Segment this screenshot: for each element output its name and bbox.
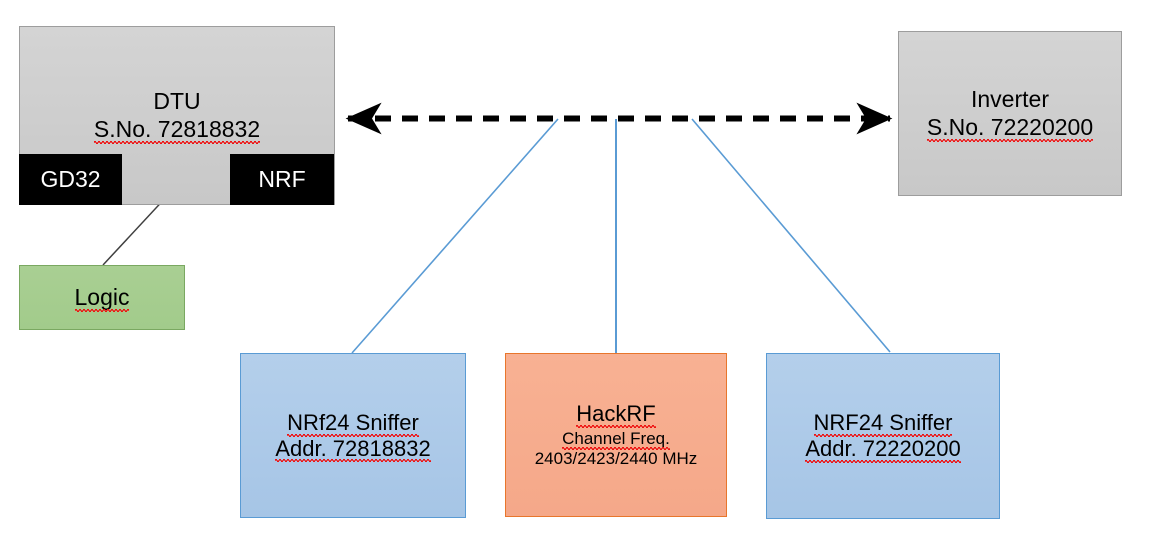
sniffer-left-label: NRf24 Sniffer: [287, 409, 419, 437]
sniffer-right-node[interactable]: NRF24 Sniffer Addr. 72220200: [766, 353, 1000, 519]
sniffer-left-address: Addr. 72818832: [275, 435, 432, 463]
inverter-node[interactable]: Inverter S.No. 72220200: [898, 31, 1122, 196]
logic-label: Logic: [74, 283, 130, 313]
sniffer-right-label: NRF24 Sniffer: [813, 410, 953, 437]
sniffer-left-label-wrap: NRf24 Sniffer: [287, 409, 419, 437]
nrf-label: NRF: [258, 165, 306, 192]
sniffer-left-address-wrap: Addr. 72818832: [275, 435, 432, 463]
gd32-label: GD32: [40, 165, 101, 192]
sniffer-right-capture-line: [691, 118, 891, 353]
hackrf-sub-label: Channel Freq.: [562, 428, 670, 451]
inverter-serial-text: S.No. 72220200: [926, 113, 1094, 142]
dtu-serial-text: S.No. 72818832: [93, 116, 261, 145]
hackrf-sub-label-wrap: Channel Freq.: [562, 428, 670, 451]
nrf-node[interactable]: NRF: [230, 154, 334, 205]
gd32-node[interactable]: GD32: [19, 154, 122, 205]
dtu-label: DTU: [153, 87, 201, 114]
hackrf-node[interactable]: HackRF Channel Freq. 2403/2423/2440 MHz: [505, 353, 727, 517]
sniffer-left-node[interactable]: NRf24 Sniffer Addr. 72818832: [240, 353, 466, 518]
hackrf-label-wrap: HackRF: [576, 400, 657, 428]
hackrf-frequencies: 2403/2423/2440 MHz: [534, 448, 698, 468]
sniffer-right-address: Addr. 72220200: [805, 436, 962, 463]
logic-label-wrap: Logic: [74, 283, 130, 313]
logic-node[interactable]: Logic: [19, 265, 185, 330]
inverter-serial: S.No. 72220200: [926, 113, 1094, 142]
hackrf-label: HackRF: [576, 400, 657, 428]
sniffer-right-label-wrap: NRF24 Sniffer: [813, 410, 953, 437]
inverter-label: Inverter: [971, 86, 1049, 113]
dtu-serial: S.No. 72818832: [93, 116, 261, 145]
sniffer-right-address-wrap: Addr. 72220200: [805, 436, 962, 463]
sniffer-left-capture-line: [351, 118, 559, 354]
